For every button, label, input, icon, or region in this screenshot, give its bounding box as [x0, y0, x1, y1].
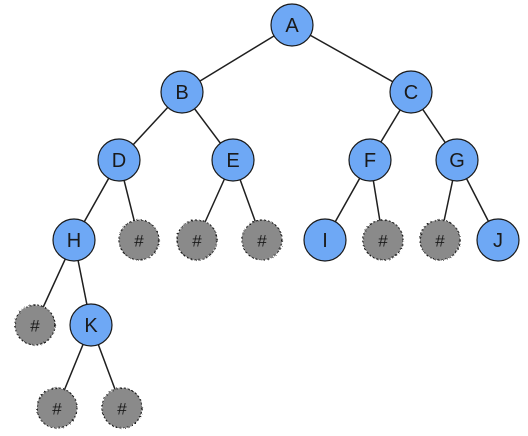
node-circle	[69, 303, 113, 347]
null-node-circle	[241, 219, 283, 261]
node-circle	[211, 138, 255, 182]
null-node: #	[118, 219, 160, 261]
node-label: I	[322, 230, 328, 252]
tree-node-i: I	[303, 218, 347, 262]
tree-node-e: E	[211, 138, 255, 182]
tree-node-c: C	[389, 70, 433, 114]
null-node-label: #	[30, 317, 40, 336]
null-node-label: #	[257, 232, 267, 251]
node-circle	[348, 138, 392, 182]
node-circle	[303, 218, 347, 262]
tree-node-j: J	[476, 218, 520, 262]
null-node-label: #	[378, 232, 388, 251]
null-node: #	[419, 219, 461, 261]
node-label: H	[67, 230, 81, 252]
null-node-circle	[118, 219, 160, 261]
null-node-circle	[176, 219, 218, 261]
node-label: A	[285, 15, 299, 37]
null-node-circle	[419, 219, 461, 261]
node-label: D	[112, 150, 126, 172]
node-label: B	[175, 82, 188, 104]
null-node-label: #	[192, 232, 202, 251]
null-node: #	[36, 387, 78, 429]
edge-a-c	[291, 24, 412, 93]
tree-node-a: A	[270, 3, 314, 47]
node-label: J	[493, 230, 503, 252]
null-node-circle	[36, 387, 78, 429]
null-node: #	[362, 219, 404, 261]
node-label: G	[449, 150, 465, 172]
node-label: K	[84, 315, 98, 337]
tree-node-d: D	[97, 138, 141, 182]
nodes-layer: A B C D E F G H # # # I # # J # K # #	[14, 3, 520, 429]
node-circle	[389, 70, 433, 114]
node-circle	[97, 138, 141, 182]
tree-node-g: G	[435, 138, 479, 182]
null-node: #	[176, 219, 218, 261]
node-circle	[435, 138, 479, 182]
node-circle	[270, 3, 314, 47]
null-node-label: #	[117, 400, 127, 419]
null-node-label: #	[134, 232, 144, 251]
null-node-circle	[101, 387, 143, 429]
node-label: C	[404, 82, 418, 104]
null-node-circle	[14, 304, 56, 346]
tree-node-f: F	[348, 138, 392, 182]
node-circle	[476, 218, 520, 262]
node-circle	[160, 70, 204, 114]
null-node: #	[241, 219, 283, 261]
node-circle	[52, 218, 96, 262]
node-label: F	[364, 150, 376, 172]
null-node-label: #	[435, 232, 445, 251]
null-node: #	[14, 304, 56, 346]
null-node-circle	[362, 219, 404, 261]
node-label: E	[226, 150, 239, 172]
tree-node-h: H	[52, 218, 96, 262]
null-node-label: #	[52, 400, 62, 419]
null-node: #	[101, 387, 143, 429]
tree-node-k: K	[69, 303, 113, 347]
tree-node-b: B	[160, 70, 204, 114]
